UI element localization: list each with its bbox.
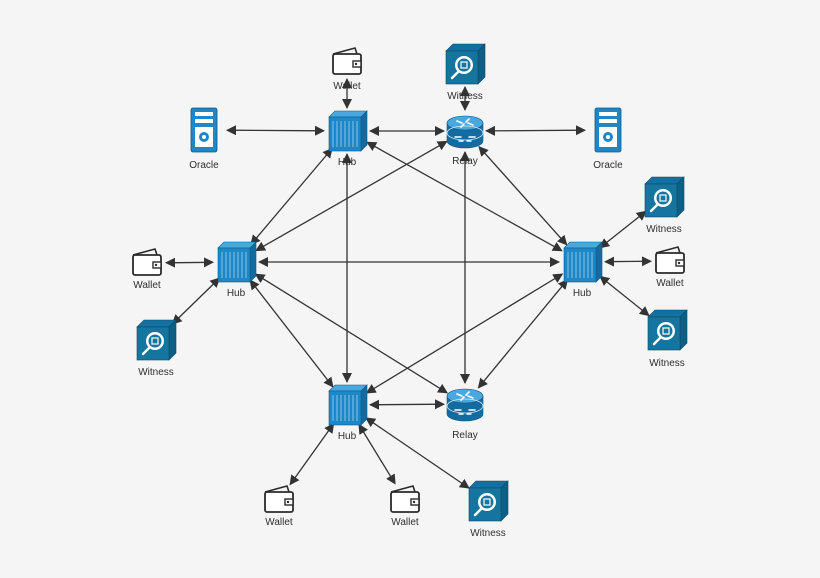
node-witness-left: Witness [136,319,177,378]
node-oracle-left: Oracle [189,107,219,171]
oracle-icon [594,107,622,153]
wallet-icon [332,47,362,75]
edge-oracle_left-hub_top [226,125,325,136]
node-hub-right: Hub [563,241,603,299]
node-label: Relay [452,156,478,167]
hub-icon [328,110,368,152]
node-wallet-left: Wallet [132,248,162,291]
relay-icon [446,115,484,149]
node-label: Wallet [333,81,361,92]
node-label: Hub [573,288,592,299]
node-hub-bottom: Hub [328,384,368,442]
node-wallet-right: Wallet [655,246,685,289]
witness-icon [647,309,688,351]
edge-hub_bottom-witness_bottom [365,417,470,489]
wallet-icon [390,485,420,513]
node-label: Oracle [189,160,219,171]
hub-icon [217,241,257,283]
node-wallet-bottom-2: Wallet [390,485,420,528]
node-label: Witness [447,91,483,102]
hub-icon [563,241,603,283]
witness-icon [644,176,685,218]
node-wallet-top: Wallet [332,47,362,92]
edge-witness_left-hub_left [171,277,221,325]
relay-icon [446,388,484,422]
node-label: Wallet [391,517,419,528]
node-witness-right-top: Witness [644,176,685,235]
node-label: Relay [452,430,478,441]
node-witness-right-bottom: Witness [647,309,688,369]
node-relay-top: Relay [446,115,484,167]
node-hub-top: Hub [328,110,368,168]
edge-hub_right-relay_bottom [477,279,569,389]
edges-layer [165,78,652,489]
node-oracle-right: Oracle [593,107,623,171]
node-relay-bottom: Relay [446,388,484,441]
witness-icon [468,480,509,522]
hub-icon [328,384,368,426]
node-label: Wallet [656,278,684,289]
node-label: Hub [338,157,357,168]
edge-hub_bottom-wallet_bottom_1 [289,422,335,486]
node-wallet-bottom-1: Wallet [264,485,294,528]
witness-icon [136,319,177,361]
node-label: Wallet [265,517,293,528]
node-label: Witness [470,528,506,539]
node-hub-left: Hub [217,241,257,299]
oracle-icon [190,107,218,153]
edge-hub_bottom-relay_bottom [369,399,445,410]
witness-icon [445,43,486,85]
edge-relay_top-oracle_right [485,125,586,136]
node-label: Wallet [133,280,161,291]
edge-relay_top-hub_right [478,145,568,246]
edge-hub_right-witness_right_top [599,210,647,249]
node-witness-top: Witness [445,43,486,102]
node-label: Witness [138,367,174,378]
edge-hub_left-relay_bottom [254,273,449,394]
edge-relay_top-hub_left [255,140,448,252]
wallet-icon [132,248,162,276]
wallet-icon [655,246,685,274]
wallet-icon [264,485,294,513]
edge-hub_right-witness_right_bottom [599,275,650,317]
node-label: Witness [646,224,682,235]
node-label: Witness [649,358,685,369]
node-label: Oracle [593,160,623,171]
edge-wallet_left-hub_left [165,257,214,268]
edge-hub_right-wallet_right [604,256,652,267]
node-label: Hub [338,431,357,442]
node-witness-bottom: Witness [468,480,509,539]
node-label: Hub [227,288,246,299]
